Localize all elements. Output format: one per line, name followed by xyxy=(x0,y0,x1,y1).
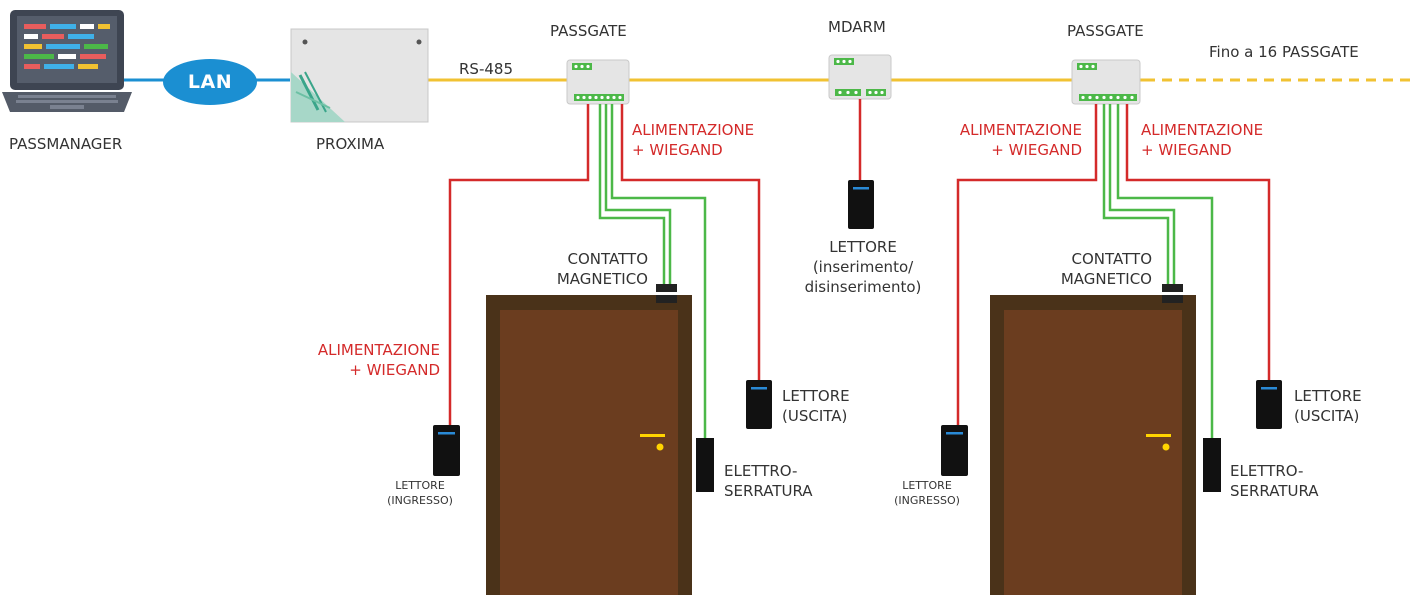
passmanager-laptop-icon xyxy=(2,10,132,112)
wire-lock-1 xyxy=(610,104,707,438)
wire-ingresso-reader-2 xyxy=(956,104,1098,425)
passgate-1-module xyxy=(566,59,630,105)
wire-uscita-reader-1 xyxy=(620,104,761,380)
wire-contact-2a xyxy=(1102,104,1170,285)
mdarm-label: MDARM xyxy=(828,18,886,36)
wire-lock-2 xyxy=(1116,104,1214,438)
wire-uscita-reader-2 xyxy=(1125,104,1271,380)
reader-ingresso-label: LETTORE (INGRESSO) xyxy=(894,479,960,507)
electric-lock-label: ELETTRO- SERRATURA xyxy=(724,462,813,500)
fino-label: Fino a 16 PASSGATE xyxy=(1209,43,1359,61)
alimentazione-label: ALIMENTAZIONE + WIEGAND xyxy=(632,121,755,159)
wire-contact-1b xyxy=(604,104,672,285)
reader-ingresso-label: LETTORE (INGRESSO) xyxy=(387,479,453,507)
alimentazione-label: ALIMENTAZIONE + WIEGAND xyxy=(317,341,440,379)
magnetic-contact-1-icon xyxy=(656,284,677,303)
passgate-2-wires xyxy=(956,104,1271,438)
door-1 xyxy=(486,295,692,595)
passmanager-label: PASSMANAGER xyxy=(9,135,123,153)
passgate-2-module xyxy=(1071,59,1141,105)
wire-ingresso-reader-1 xyxy=(448,104,590,425)
reader-ingresso-1-icon xyxy=(433,425,460,476)
wire-contact-1a xyxy=(598,104,666,285)
reader-mdarm-label: LETTORE (inserimento/ disinserimento) xyxy=(804,238,922,296)
alimentazione-label: ALIMENTAZIONE + WIEGAND xyxy=(959,121,1082,159)
reader-uscita-label: LETTORE (USCITA) xyxy=(1294,387,1362,425)
proxima-device-icon xyxy=(290,28,429,123)
passgate-1-wires xyxy=(448,104,761,438)
reader-mdarm-icon xyxy=(848,180,874,229)
door-handle-icon xyxy=(640,434,665,437)
magnetic-contact-2-icon xyxy=(1162,284,1183,303)
reader-ingresso-2-icon xyxy=(941,425,968,476)
wire-contact-2b xyxy=(1108,104,1176,285)
reader-uscita-2-icon xyxy=(1256,380,1282,429)
mdarm-module xyxy=(828,54,892,100)
magnetic-contact-label: CONTATTO MAGNETICO xyxy=(1060,250,1152,288)
magnetic-contact-label: CONTATTO MAGNETICO xyxy=(556,250,648,288)
proxima-label: PROXIMA xyxy=(316,135,385,153)
rs485-label: RS-485 xyxy=(459,60,513,78)
electric-lock-1-icon xyxy=(696,438,714,492)
reader-uscita-label: LETTORE (USCITA) xyxy=(782,387,850,425)
electric-lock-label: ELETTRO- SERRATURA xyxy=(1230,462,1319,500)
passgate-2-label: PASSGATE xyxy=(1067,22,1144,40)
passgate-1-label: PASSGATE xyxy=(550,22,627,40)
electric-lock-2-icon xyxy=(1203,438,1221,492)
door-2 xyxy=(990,295,1196,595)
reader-uscita-1-icon xyxy=(746,380,772,429)
lan-badge: LAN xyxy=(163,59,257,105)
alimentazione-label: ALIMENTAZIONE + WIEGAND xyxy=(1141,121,1264,159)
door-handle-icon xyxy=(1146,434,1171,437)
